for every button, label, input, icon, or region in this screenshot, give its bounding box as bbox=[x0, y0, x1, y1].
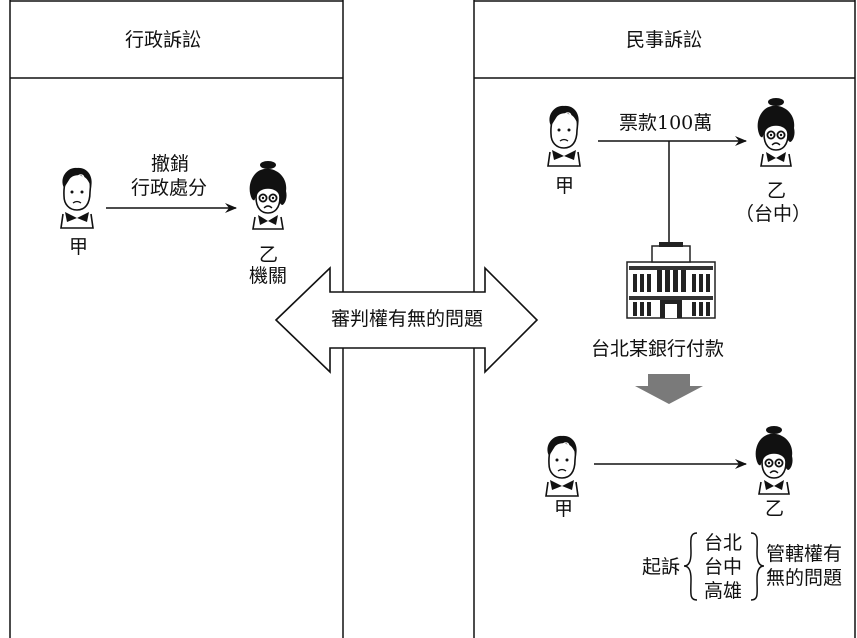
bottom-plaintiff-label: 甲 bbox=[554, 498, 574, 520]
man-figure-icon bbox=[60, 167, 94, 229]
woman-figure-icon bbox=[756, 97, 796, 167]
bank-building-icon bbox=[626, 242, 716, 319]
man-figure-icon bbox=[547, 105, 581, 167]
bank-label: 台北某銀行付款 bbox=[591, 338, 725, 360]
man-figure-icon bbox=[545, 435, 579, 497]
left-panel bbox=[9, 0, 344, 638]
court-taipei: 台北 bbox=[704, 532, 743, 554]
left-defendant-line1: 乙 bbox=[259, 244, 279, 266]
left-brace bbox=[683, 532, 698, 601]
jurisdiction-arrow-label: 審判權有無的問題 bbox=[331, 308, 484, 330]
issue-line1: 管轄權有 bbox=[766, 543, 843, 565]
amount-label: 票款100萬 bbox=[619, 112, 713, 134]
bottom-defendant-label: 乙 bbox=[765, 498, 785, 520]
right-panel-title: 民事訴訟 bbox=[626, 29, 703, 51]
left-plaintiff-label: 甲 bbox=[69, 236, 89, 258]
woman-figure-icon bbox=[248, 160, 288, 230]
woman-figure-icon bbox=[754, 425, 794, 495]
left-defendant-line2: 機關 bbox=[249, 265, 288, 287]
jurisdiction-double-arrow bbox=[274, 266, 539, 374]
right-brace bbox=[750, 532, 765, 601]
court-taichung: 台中 bbox=[704, 556, 743, 578]
court-kaohsiung: 高雄 bbox=[704, 580, 743, 602]
issue-line2: 無的問題 bbox=[766, 567, 843, 589]
revoke-label-line1: 撤銷 bbox=[151, 153, 190, 175]
revoke-label-line2: 行政處分 bbox=[131, 177, 208, 199]
sue-label: 起訴 bbox=[642, 556, 681, 578]
left-panel-title: 行政訴訟 bbox=[125, 29, 202, 51]
down-arrow bbox=[635, 374, 703, 404]
top-plaintiff-label: 甲 bbox=[555, 175, 575, 197]
top-defendant-line2: （台中） bbox=[735, 203, 812, 225]
top-defendant-line1: 乙 bbox=[767, 180, 787, 202]
